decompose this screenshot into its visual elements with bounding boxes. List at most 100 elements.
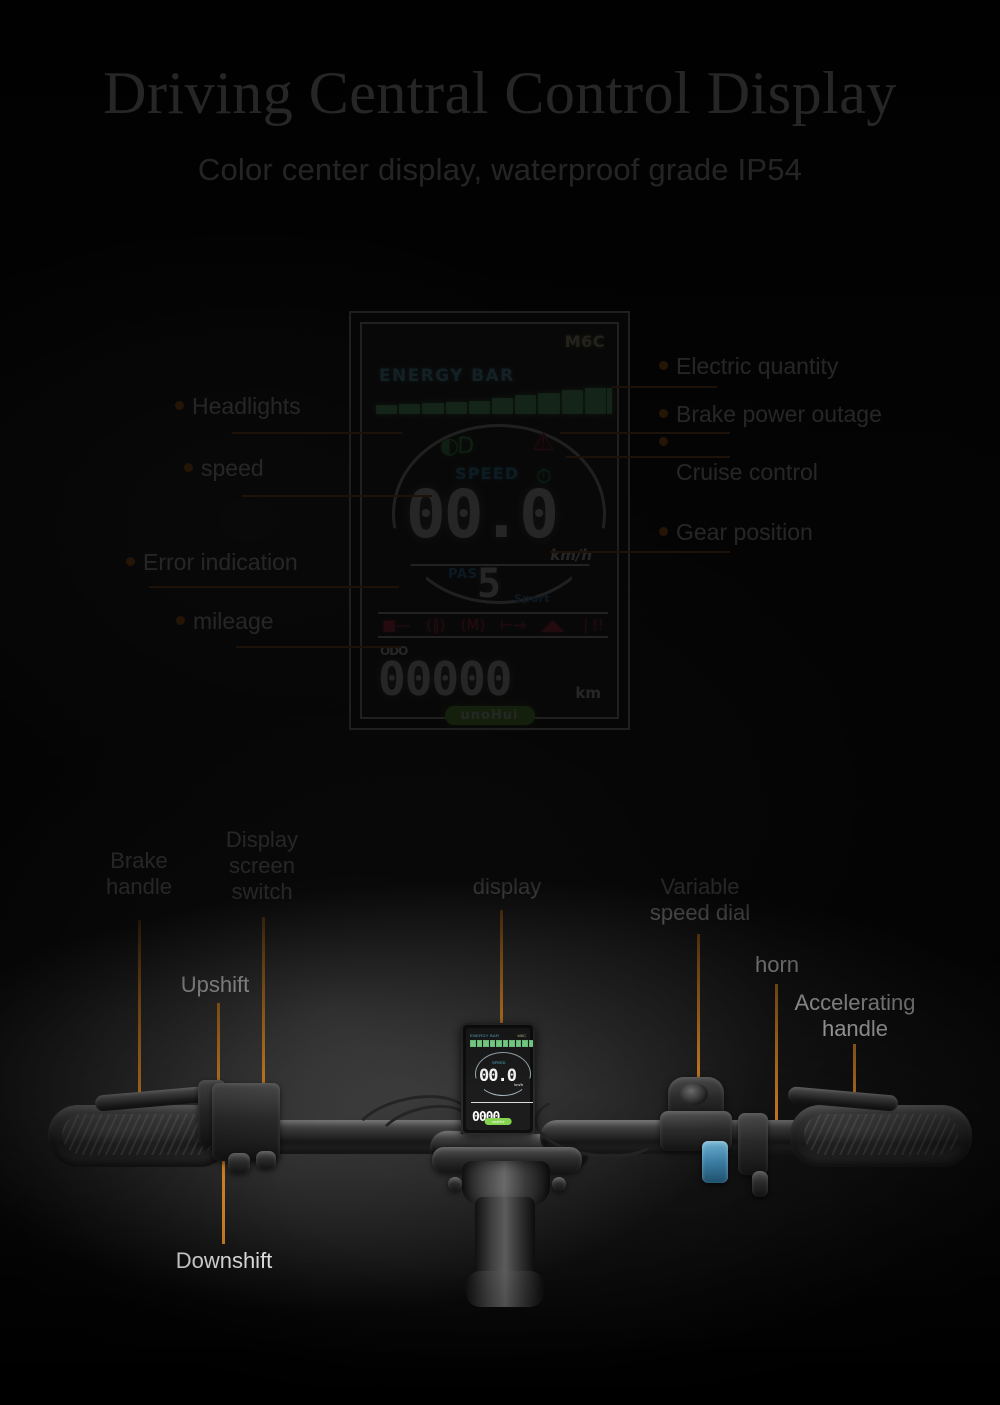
- steerer-tube: [475, 1197, 535, 1279]
- upshift-button[interactable]: [256, 1151, 276, 1169]
- energy-segment: [445, 402, 467, 414]
- callout-error-indication: Error indication: [126, 548, 298, 576]
- label-display: display: [472, 874, 542, 899]
- lead-line-electric-quantity: [612, 386, 717, 388]
- mini-energy-bar: [470, 1040, 533, 1047]
- grip-tread: [804, 1114, 958, 1155]
- mini-model-label: M6C: [517, 1033, 526, 1038]
- callout-dot: [659, 437, 668, 446]
- callout-label: speed: [201, 455, 264, 481]
- handlebar-display[interactable]: ENERGY BAR M6C SPEED 00.0 km/h 0000 unoH…: [461, 1023, 535, 1135]
- mini-brand-badge: unoHui: [484, 1118, 512, 1125]
- display-panel-inner-frame: M6C ENERGY BAR ◐D ⚠ ⏱ SPEED 00.0 k: [360, 322, 619, 725]
- callout-label: Electric quantity: [676, 353, 839, 379]
- mini-energy-segment: [489, 1040, 495, 1047]
- lead-line-display: [500, 910, 503, 1028]
- battery-fault-icon: ■—: [382, 615, 412, 634]
- energy-segment: [399, 404, 421, 414]
- callout-dot: [184, 463, 193, 472]
- page-subtitle: Color center display, waterproof grade I…: [197, 152, 803, 187]
- mini-energy-segment: [528, 1040, 533, 1047]
- motor-fault-icon: (M): [460, 615, 486, 634]
- right-clamp: [738, 1113, 768, 1175]
- brake-fault-icon: (‖): [426, 615, 446, 634]
- lead-line-brake-power-outage: [560, 432, 730, 434]
- accelerating-handle-grip[interactable]: [790, 1105, 972, 1167]
- energy-segment: [561, 390, 583, 414]
- error-indication-row: ■— (‖) (M) ⊢→ ◢◣ ❘!!: [378, 612, 608, 638]
- callout-brake-power-outage: Brake power outage: [659, 400, 882, 428]
- callout-label: Error indication: [143, 549, 298, 575]
- lead-line-headlights: [232, 432, 402, 434]
- energy-bar: [376, 386, 612, 414]
- callout-dot: [126, 557, 135, 566]
- callout-speed: speed: [184, 454, 264, 482]
- mini-divider: [471, 1102, 533, 1103]
- model-label: M6C: [564, 332, 605, 351]
- callout-label: Cruise control: [676, 459, 818, 485]
- lead-line-variable-speed-dial: [697, 934, 700, 1092]
- right-lower-tab: [752, 1171, 768, 1197]
- horn-button[interactable]: [702, 1141, 728, 1183]
- stem-bolt: [552, 1177, 566, 1191]
- warning-triangle-icon: ⚠: [532, 427, 555, 456]
- energy-bar-label: ENERGY BAR: [379, 366, 515, 386]
- callout-label: Gear position: [676, 519, 813, 545]
- display-screen-switch[interactable]: [212, 1083, 280, 1161]
- gear-value: 5: [477, 561, 502, 607]
- mini-energy-label: ENERGY BAR: [470, 1033, 500, 1038]
- mini-energy-segment: [496, 1040, 502, 1047]
- grip-tread: [62, 1114, 216, 1155]
- mini-speed-label: SPEED: [492, 1060, 506, 1065]
- brand-badge: unoHui: [444, 706, 535, 725]
- lead-line-mileage: [236, 646, 401, 648]
- sport-label: Sport: [514, 592, 551, 605]
- mini-energy-segment: [515, 1040, 521, 1047]
- handlebar-assembly: ENERGY BAR M6C SPEED 00.0 km/h 0000 unoH…: [0, 1023, 1000, 1405]
- energy-segment: [584, 388, 607, 414]
- headlight-icon: ◐D: [440, 434, 474, 459]
- odometer-unit: km: [575, 684, 601, 702]
- pas-label: PAS: [448, 567, 478, 582]
- energy-segment: [538, 393, 560, 414]
- energy-segment: [468, 401, 491, 414]
- callout-dot: [176, 616, 185, 625]
- lead-line-speed: [242, 495, 432, 497]
- callout-mileage: mileage: [176, 607, 274, 635]
- throttle-fault-icon: ◢◣: [541, 615, 565, 634]
- sensor-fault-icon: ❘!!: [579, 615, 604, 634]
- mini-energy-segment: [483, 1040, 489, 1047]
- speed-value: 00.0: [406, 476, 559, 553]
- callout-cruise-control: Cruise control: [659, 437, 818, 486]
- lead-line-gear-position: [550, 551, 730, 553]
- mini-energy-segment: [476, 1040, 482, 1047]
- display-panel: M6C ENERGY BAR ◐D ⚠ ⏱ SPEED 00.0 k: [349, 311, 630, 730]
- callout-dot: [659, 527, 668, 536]
- callout-headlights: Headlights: [175, 392, 301, 420]
- display-screen: M6C ENERGY BAR ◐D ⚠ ⏱ SPEED 00.0 k: [362, 324, 617, 725]
- callout-electric-quantity: Electric quantity: [659, 352, 839, 380]
- speed-unit: km/h: [550, 546, 592, 564]
- callout-label: Brake power outage: [676, 401, 882, 427]
- mini-energy-segment: [509, 1040, 515, 1047]
- lead-line-cruise-control: [566, 456, 730, 458]
- odometer-value: 00000: [378, 652, 512, 706]
- mini-energy-segment: [522, 1040, 528, 1047]
- mini-speed-value: 00.0: [479, 1066, 517, 1086]
- callout-dot: [659, 409, 668, 418]
- callout-dot: [659, 361, 668, 370]
- lead-line-error-indication: [149, 586, 399, 588]
- page-title: Driving Central Control Display: [103, 60, 897, 126]
- stem-bolt: [448, 1177, 462, 1191]
- energy-bar-cap: [607, 388, 612, 414]
- downshift-button[interactable]: [228, 1153, 250, 1173]
- label-upshift: Upshift: [180, 972, 250, 997]
- energy-segment: [515, 395, 537, 414]
- label-horn: horn: [754, 952, 800, 977]
- energy-segment: [422, 403, 444, 414]
- callout-label: mileage: [193, 608, 274, 634]
